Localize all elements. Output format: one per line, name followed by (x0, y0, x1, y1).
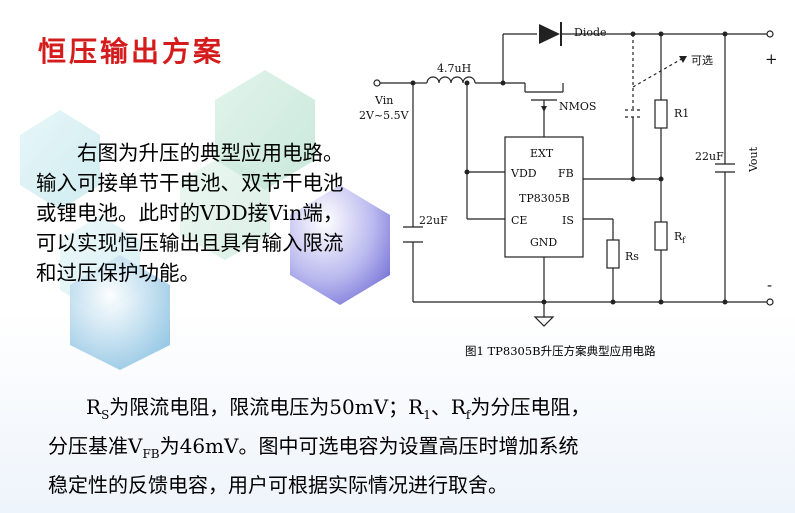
rs-label: Rs (625, 250, 639, 263)
explanation-line-1: RS为限流电阻，限流电压为50mV；R1、Rf为分压电阻， (86, 395, 591, 422)
chip-name: TP8305B (519, 192, 570, 205)
inductor-label: 4.7uH (437, 62, 471, 75)
figure-caption: 图1 TP8305B升压方案典型应用电路 (465, 344, 656, 358)
minus-terminal: - (767, 276, 772, 294)
circuit-diagram: 4.7uH Diode 可选 NMOS Vin 2V~5.5V EXT VDD … (359, 22, 778, 327)
explanation-line-3: 稳定性的反馈电容，用户可根据实际情况进行取舍。 (48, 473, 508, 497)
plus-terminal: + (765, 50, 778, 68)
rf-label: Rf (674, 230, 686, 245)
optional-label: 可选 (691, 54, 713, 67)
pin-fb: FB (558, 167, 574, 180)
description-text: 右图为升压的典型应用电路。输入可接单节干电池、双节干电池或锂电池。此时的VDD接… (36, 141, 344, 285)
vin-range-label: 2V~5.5V (359, 109, 410, 122)
pin-is: IS (562, 214, 574, 227)
explanation-text: RS为限流电阻，限流电压为50mV；R1、Rf为分压电阻， 分压基准VFB为46… (48, 392, 768, 501)
nmos-label: NMOS (559, 100, 596, 113)
pin-vdd: VDD (510, 167, 537, 180)
pin-gnd: GND (530, 236, 557, 249)
vin-label: Vin (374, 94, 393, 107)
pin-ext: EXT (530, 147, 554, 160)
explanation-line-2: 分压基准VFB为46mV。图中可选电容为设置高压时增加系统 (48, 434, 579, 461)
hexagon-decoration (20, 70, 390, 370)
pin-ce: CE (511, 214, 527, 227)
r1-label: R1 (674, 107, 689, 120)
diode-label: Diode (574, 26, 607, 39)
input-cap-label: 22uF (419, 214, 448, 227)
output-cap-label: 22uF (695, 150, 724, 163)
vout-label: Vout (747, 146, 760, 173)
description-paragraph: 右图为升压的典型应用电路。输入可接单节干电池、双节干电池或锂电池。此时的VDD接… (36, 138, 356, 288)
page-title: 恒压输出方案 (38, 35, 225, 68)
